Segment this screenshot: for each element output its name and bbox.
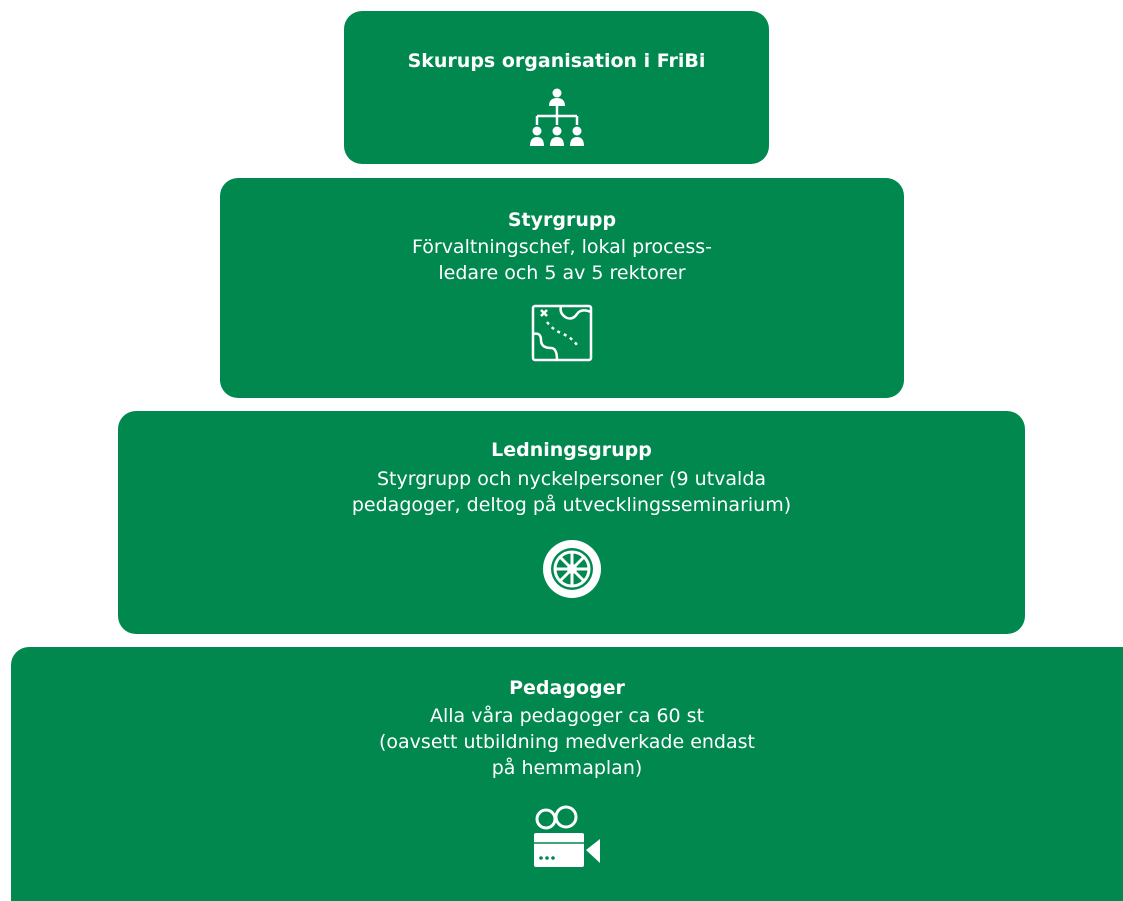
- desc-line: Styrgrupp och nyckelpersoner (9 utvalda: [376, 468, 767, 490]
- tier-title: Ledningsgrupp: [491, 439, 652, 461]
- tier-box-pedagoger: Pedagoger Alla våra pedagoger ca 60 st (…: [11, 647, 1123, 901]
- tier-box-styrgrupp: Styrgrupp Förvaltningschef, lokal proces…: [220, 178, 904, 398]
- tier-title: Skurups organisation i FriBi: [407, 50, 706, 72]
- org-chart-icon: [529, 87, 585, 155]
- desc-line: ledare och 5 av 5 rektorer: [438, 262, 686, 284]
- tier-box-organisation: Skurups organisation i FriBi: [344, 11, 769, 164]
- tier-description: Styrgrupp och nyckelpersoner (9 utvalda …: [118, 466, 1025, 518]
- map-icon: [531, 304, 593, 366]
- desc-line: (oavsett utbildning medverkade endast: [379, 731, 755, 753]
- tier-title: Pedagoger: [509, 677, 625, 699]
- tier-title: Styrgrupp: [507, 209, 617, 231]
- wheel-icon: [540, 537, 604, 605]
- tier-description: Förvaltningschef, lokal process- ledare …: [220, 234, 904, 286]
- desc-line: Förvaltningschef, lokal process-: [412, 236, 712, 258]
- tier-box-ledningsgrupp: Ledningsgrupp Styrgrupp och nyckelperson…: [118, 411, 1025, 634]
- desc-line: pedagoger, deltog på utvecklingsseminari…: [351, 494, 792, 516]
- desc-line: på hemmaplan): [491, 757, 643, 779]
- tier-description: Alla våra pedagoger ca 60 st (oavsett ut…: [11, 703, 1123, 781]
- film-camera-icon: [528, 805, 606, 875]
- desc-line: Alla våra pedagoger ca 60 st: [429, 705, 705, 727]
